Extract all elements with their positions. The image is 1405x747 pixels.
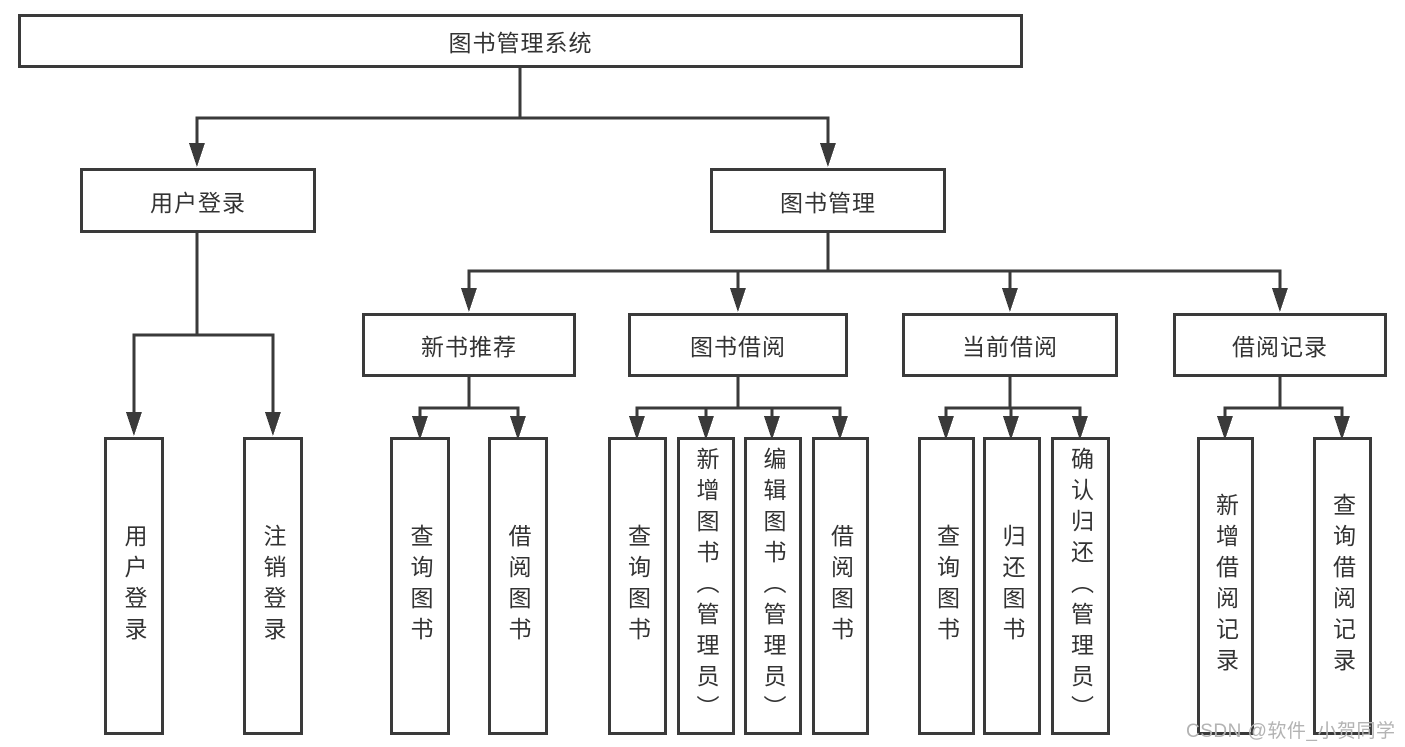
node-new-book-recommend: 新书推荐 bbox=[362, 313, 576, 377]
leaf-borrow-edit-books-admin: 编辑图书（管理员） bbox=[744, 437, 802, 735]
leaf-records-query-record: 查询借阅记录 bbox=[1313, 437, 1372, 735]
connector-login-to-leaves bbox=[126, 233, 281, 436]
node-library-management-system: 图书管理系统 bbox=[18, 14, 1023, 68]
node-book-management: 图书管理 bbox=[710, 168, 946, 233]
node-book-borrow: 图书借阅 bbox=[628, 313, 848, 377]
leaf-logout: 注销登录 bbox=[243, 437, 303, 735]
node-current-borrow: 当前借阅 bbox=[902, 313, 1118, 377]
leaf-current-query-books: 查询图书 bbox=[918, 437, 975, 735]
leaf-newbook-borrow-books: 借阅图书 bbox=[488, 437, 548, 735]
leaf-user-login: 用户登录 bbox=[104, 437, 164, 735]
leaf-records-add-record: 新增借阅记录 bbox=[1197, 437, 1254, 735]
connector-records-to-leaves bbox=[1217, 377, 1350, 440]
leaf-borrow-borrow-books: 借阅图书 bbox=[812, 437, 869, 735]
connector-mgmt-to-level3 bbox=[461, 233, 1288, 312]
connector-borrow-to-leaves bbox=[629, 377, 848, 440]
connector-current-to-leaves bbox=[938, 377, 1088, 440]
node-borrow-records: 借阅记录 bbox=[1173, 313, 1387, 377]
leaf-borrow-query-books: 查询图书 bbox=[608, 437, 667, 735]
csdn-watermark: CSDN @软件_小贺同学 bbox=[1186, 721, 1396, 742]
leaf-newbook-query-books: 查询图书 bbox=[390, 437, 450, 735]
leaf-current-return-books: 归还图书 bbox=[983, 437, 1041, 735]
leaf-current-confirm-return-admin: 确认归还（管理员） bbox=[1051, 437, 1110, 735]
leaf-borrow-add-books-admin: 新增图书（管理员） bbox=[677, 437, 735, 735]
connector-root-to-level2 bbox=[189, 68, 836, 167]
node-user-login: 用户登录 bbox=[80, 168, 316, 233]
connector-newbook-to-leaves bbox=[412, 377, 526, 440]
